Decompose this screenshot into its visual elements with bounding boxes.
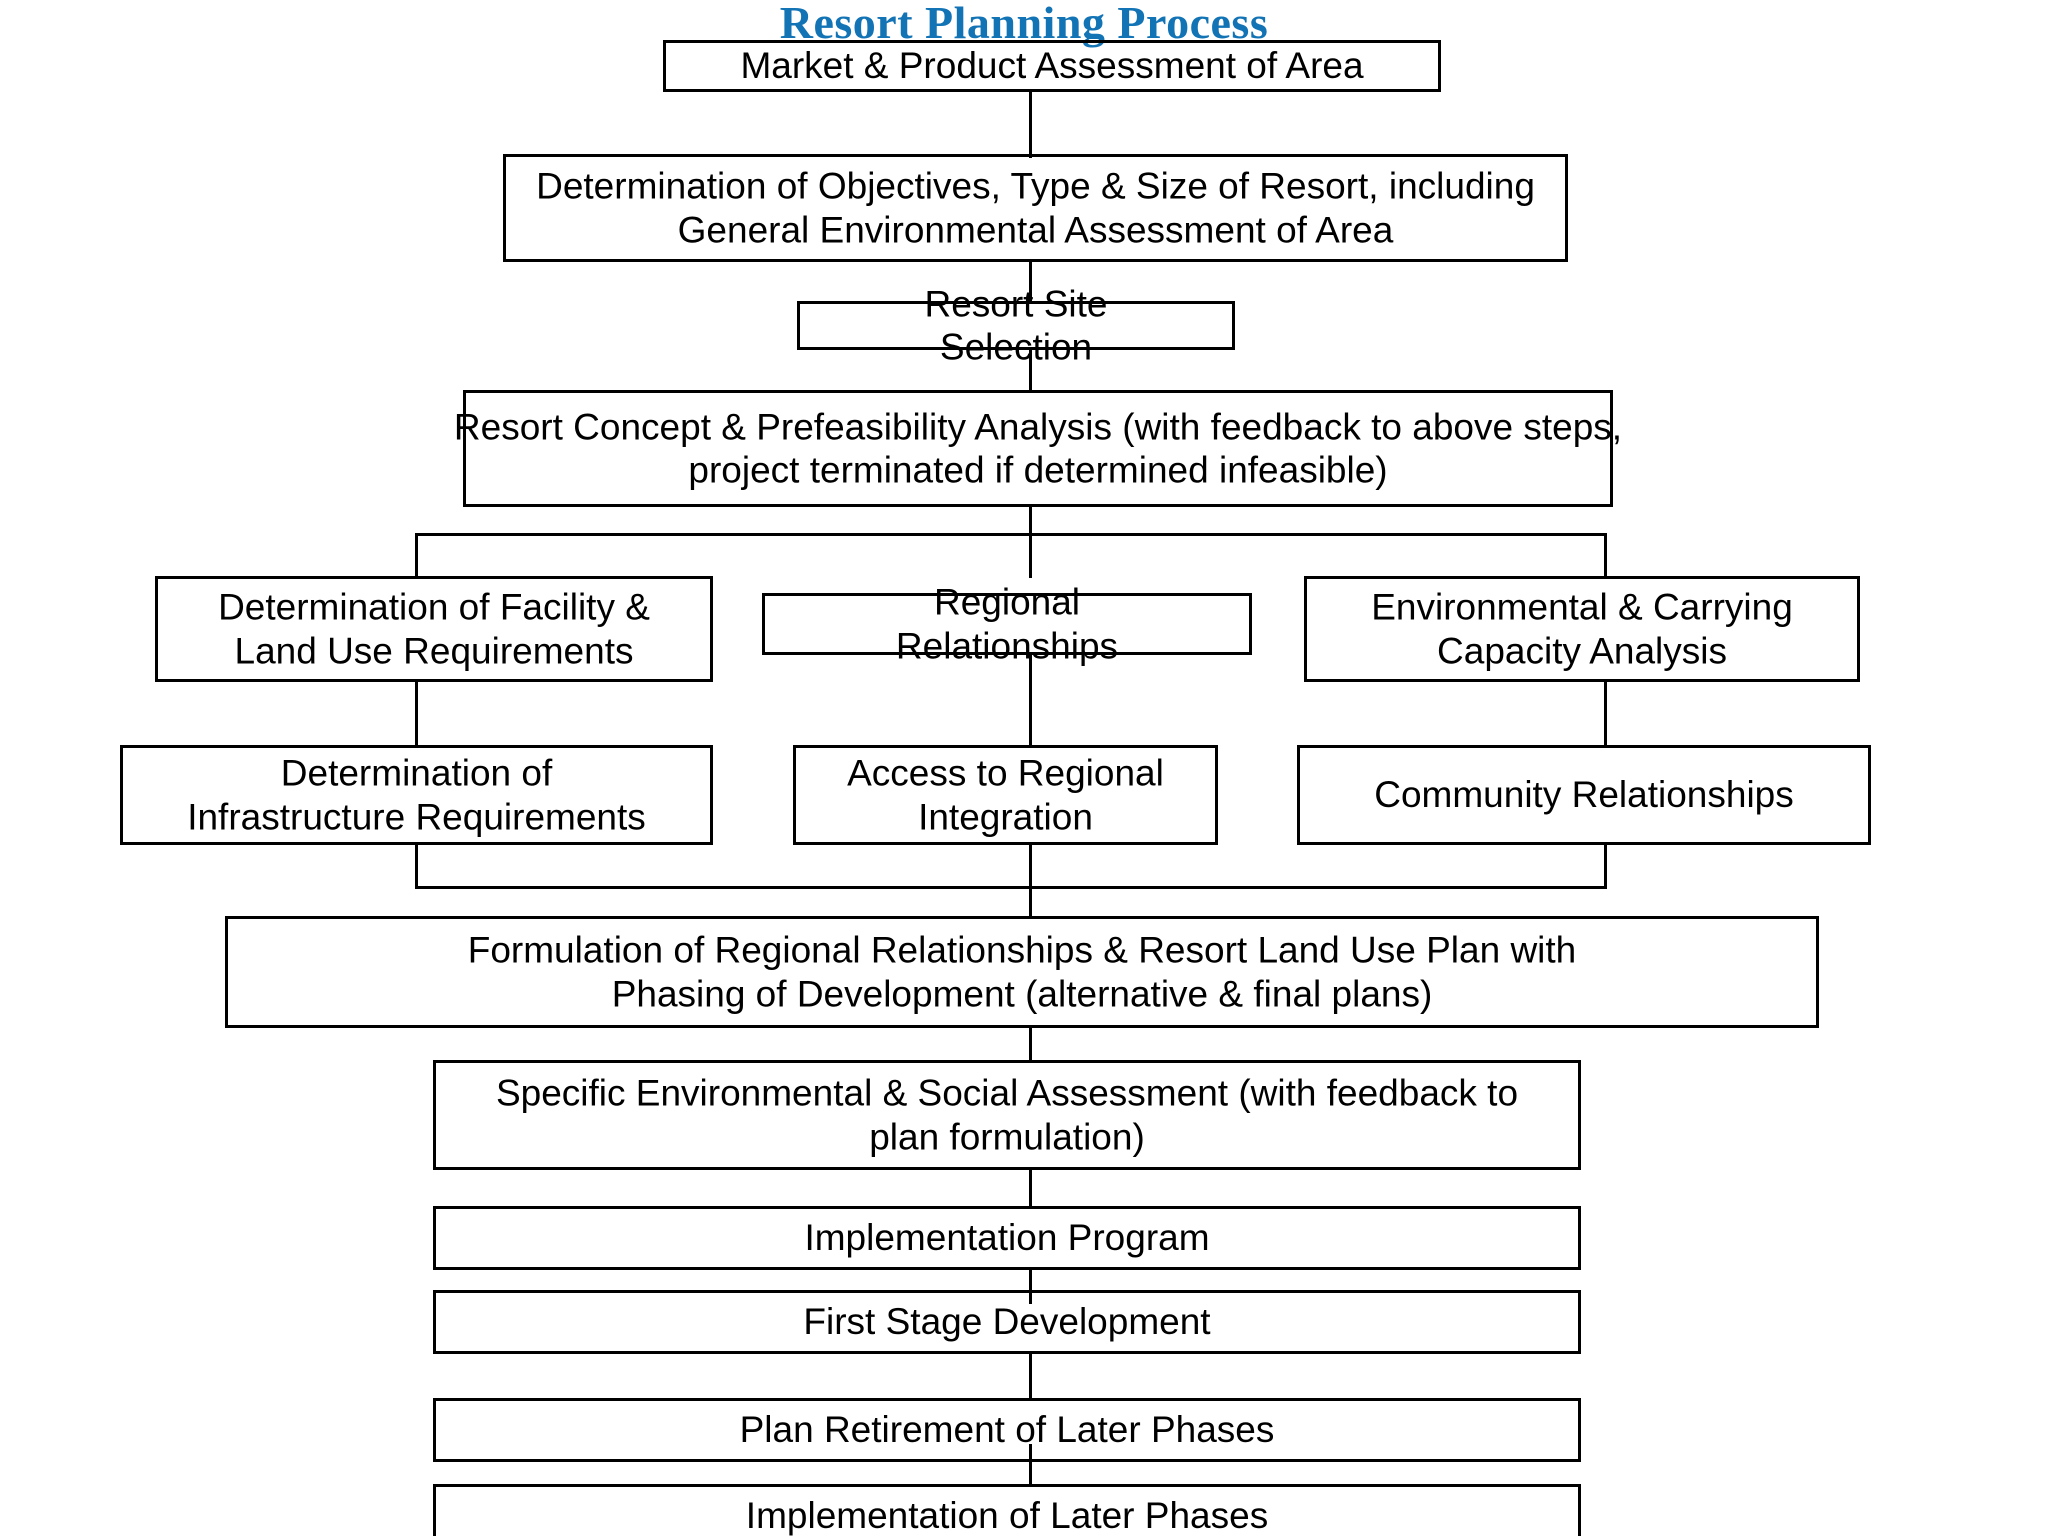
node-label: Environmental & Carrying Capacity Analys… bbox=[1371, 586, 1793, 671]
connector-n5c-n6c bbox=[1604, 680, 1607, 746]
branch-left-drop bbox=[415, 533, 418, 578]
branch-mid-drop bbox=[1029, 533, 1032, 578]
node-regional-relationships[interactable]: Regional Relationships bbox=[762, 581, 1252, 666]
connector-n8-n9 bbox=[1029, 1170, 1032, 1208]
connector-n5b-n6b bbox=[1029, 655, 1032, 746]
connector-n7-n8 bbox=[1029, 1028, 1032, 1062]
node-label: Formulation of Regional Relationships & … bbox=[467, 929, 1577, 1014]
merge-left-riser bbox=[415, 845, 418, 888]
node-label: Resort Concept & Prefeasibility Analysis… bbox=[453, 405, 1623, 491]
node-formulation-land-use-plan[interactable]: Formulation of Regional Relationships & … bbox=[225, 916, 1819, 1028]
connector-n1-n2 bbox=[1029, 90, 1032, 158]
branch-bus-upper bbox=[415, 533, 1607, 536]
node-resort-site-selection[interactable]: Resort Site Selection bbox=[797, 283, 1235, 368]
merge-right-riser bbox=[1604, 845, 1607, 888]
node-determination-objectives[interactable]: Determination of Objectives, Type & Size… bbox=[503, 154, 1568, 262]
node-label: Implementation Program bbox=[804, 1217, 1210, 1259]
node-label: Determination of Infrastructure Requirem… bbox=[187, 752, 646, 837]
connector-n9-n10 bbox=[1029, 1270, 1032, 1304]
node-label: Market & Product Assessment of Area bbox=[740, 45, 1364, 87]
node-implementation-program[interactable]: Implementation Program bbox=[433, 1206, 1581, 1270]
node-implementation-later-phases[interactable]: Implementation of Later Phases bbox=[433, 1484, 1581, 1536]
node-label: Access to Regional Integration bbox=[847, 752, 1164, 837]
node-label: Determination of Objectives, Type & Size… bbox=[536, 165, 1535, 250]
connector-n11-n12 bbox=[1029, 1444, 1032, 1486]
connector-bus-n7 bbox=[1029, 886, 1032, 918]
node-first-stage-development[interactable]: First Stage Development bbox=[433, 1290, 1581, 1354]
branch-right-drop bbox=[1604, 533, 1607, 578]
merge-bus-lower bbox=[415, 886, 1607, 889]
node-facility-land-use-requirements[interactable]: Determination of Facility & Land Use Req… bbox=[155, 576, 713, 682]
node-label: Community Relationships bbox=[1374, 774, 1794, 816]
node-environmental-carrying-capacity[interactable]: Environmental & Carrying Capacity Analys… bbox=[1304, 576, 1860, 682]
node-resort-concept-prefeasibility[interactable]: Resort Concept & Prefeasibility Analysis… bbox=[454, 390, 1622, 507]
connector-n2-n3 bbox=[1029, 260, 1032, 304]
merge-mid-riser bbox=[1029, 845, 1032, 888]
node-community-relationships[interactable]: Community Relationships bbox=[1297, 745, 1871, 845]
node-market-product-assessment[interactable]: Market & Product Assessment of Area bbox=[663, 40, 1441, 92]
connector-n4-bus bbox=[1029, 505, 1032, 535]
node-label: Resort Site Selection bbox=[924, 282, 1108, 368]
node-plan-retirement-later-phases[interactable]: Plan Retirement of Later Phases bbox=[433, 1398, 1581, 1462]
connector-n3-n4 bbox=[1029, 348, 1032, 392]
node-label: Determination of Facility & Land Use Req… bbox=[218, 586, 650, 671]
node-label: Implementation of Later Phases bbox=[745, 1495, 1269, 1536]
node-label: Specific Environmental & Social Assessme… bbox=[495, 1072, 1519, 1157]
node-access-regional-integration[interactable]: Access to Regional Integration bbox=[793, 745, 1218, 845]
page-title: Resort Planning Process bbox=[779, 0, 1269, 48]
node-specific-environmental-social-assessment[interactable]: Specific Environmental & Social Assessme… bbox=[433, 1060, 1581, 1170]
connector-n10-n11 bbox=[1029, 1354, 1032, 1400]
node-label: Regional Relationships bbox=[895, 581, 1119, 666]
node-label: First Stage Development bbox=[803, 1301, 1211, 1343]
node-infrastructure-requirements[interactable]: Determination of Infrastructure Requirem… bbox=[120, 745, 713, 845]
connector-n5a-n6a bbox=[415, 680, 418, 746]
node-label: Plan Retirement of Later Phases bbox=[739, 1409, 1275, 1451]
